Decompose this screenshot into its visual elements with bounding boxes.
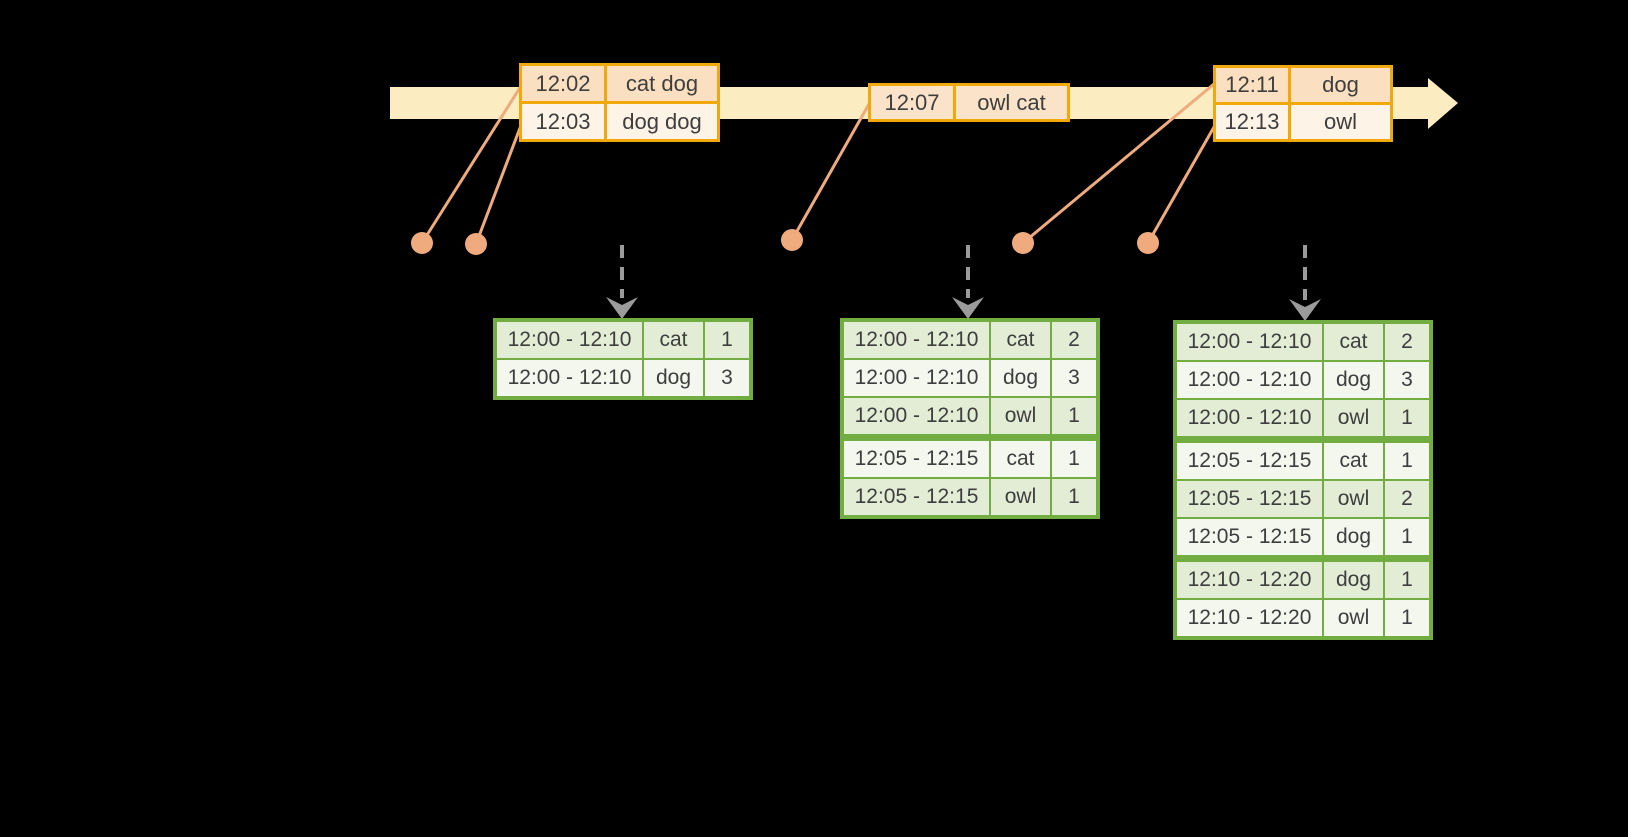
result-table-1: 12:00 - 12:10 cat 1 12:00 - 12:10 dog 3 bbox=[493, 318, 753, 400]
trigger-down-arrow bbox=[606, 245, 638, 319]
count-cell: 3 bbox=[705, 360, 749, 396]
connector-line bbox=[1146, 125, 1216, 245]
event-words-cell: cat dog bbox=[607, 66, 717, 101]
count-cell: 1 bbox=[1385, 400, 1429, 436]
connector-line bbox=[1021, 82, 1216, 245]
window-cell: 12:00 - 12:10 bbox=[1177, 362, 1322, 398]
word-cell: cat bbox=[991, 322, 1050, 358]
event-time-axis-arrowhead-icon bbox=[1428, 78, 1458, 129]
window-cell: 12:00 - 12:10 bbox=[497, 360, 642, 396]
window-group-separator bbox=[1177, 557, 1429, 560]
word-cell: dog bbox=[991, 360, 1050, 396]
window-cell: 12:05 - 12:15 bbox=[844, 441, 989, 477]
window-cell: 12:00 - 12:10 bbox=[844, 398, 989, 434]
word-cell: cat bbox=[991, 441, 1050, 477]
word-cell: dog bbox=[1324, 519, 1383, 555]
window-cell: 12:05 - 12:15 bbox=[1177, 519, 1322, 555]
word-cell: cat bbox=[1324, 324, 1383, 360]
count-cell: 3 bbox=[1052, 360, 1096, 396]
count-cell: 2 bbox=[1052, 322, 1096, 358]
window-cell: 12:00 - 12:10 bbox=[844, 360, 989, 396]
word-cell: cat bbox=[644, 322, 703, 358]
input-batch-table-2: 12:07 owl cat bbox=[868, 83, 1070, 122]
input-batch-table-1: 12:02 cat dog 12:03 dog dog bbox=[519, 63, 720, 142]
count-cell: 1 bbox=[1052, 398, 1096, 434]
word-cell: owl bbox=[991, 398, 1050, 434]
word-cell: cat bbox=[1324, 443, 1383, 479]
window-cell: 12:10 - 12:20 bbox=[1177, 562, 1322, 598]
window-cell: 12:00 - 12:10 bbox=[1177, 324, 1322, 360]
trigger-down-arrow bbox=[1289, 245, 1321, 321]
event-words-cell: dog bbox=[1291, 68, 1390, 102]
count-cell: 1 bbox=[1385, 519, 1429, 555]
word-cell: dog bbox=[1324, 362, 1383, 398]
window-cell: 12:00 - 12:10 bbox=[497, 322, 642, 358]
trigger-arrowhead-icon bbox=[1289, 299, 1321, 321]
event-dot bbox=[411, 232, 433, 254]
result-table-3: 12:00 - 12:10 cat 2 12:00 - 12:10 dog 3 … bbox=[1173, 320, 1433, 640]
count-cell: 1 bbox=[1385, 562, 1429, 598]
event-dot bbox=[1137, 232, 1159, 254]
word-cell: dog bbox=[644, 360, 703, 396]
event-time-cell: 12:13 bbox=[1216, 105, 1288, 139]
event-time-cell: 12:07 bbox=[871, 86, 953, 119]
count-cell: 3 bbox=[1385, 362, 1429, 398]
event-time-cell: 12:02 bbox=[522, 66, 604, 101]
input-batch-table-3: 12:11 dog 12:13 owl bbox=[1213, 65, 1393, 142]
trigger-down-arrow bbox=[952, 245, 984, 319]
event-dot bbox=[1012, 232, 1034, 254]
window-cell: 12:00 - 12:10 bbox=[1177, 400, 1322, 436]
word-cell: owl bbox=[1324, 600, 1383, 636]
count-cell: 1 bbox=[1385, 443, 1429, 479]
event-words-cell: dog dog bbox=[607, 104, 717, 139]
count-cell: 2 bbox=[1385, 481, 1429, 517]
window-cell: 12:00 - 12:10 bbox=[844, 322, 989, 358]
event-dot bbox=[465, 233, 487, 255]
window-cell: 12:05 - 12:15 bbox=[844, 479, 989, 515]
count-cell: 1 bbox=[705, 322, 749, 358]
connector-line bbox=[474, 126, 522, 246]
trigger-arrowhead-icon bbox=[952, 297, 984, 319]
window-cell: 12:05 - 12:15 bbox=[1177, 443, 1322, 479]
result-table-2: 12:00 - 12:10 cat 2 12:00 - 12:10 dog 3 … bbox=[840, 318, 1100, 519]
connector-line bbox=[790, 102, 871, 242]
event-dot bbox=[781, 229, 803, 251]
event-words-cell: owl cat bbox=[956, 86, 1067, 119]
word-cell: owl bbox=[991, 479, 1050, 515]
connector-line bbox=[420, 84, 523, 245]
count-cell: 2 bbox=[1385, 324, 1429, 360]
word-cell: owl bbox=[1324, 481, 1383, 517]
window-group-separator bbox=[1177, 438, 1429, 441]
word-cell: dog bbox=[1324, 562, 1383, 598]
event-time-cell: 12:03 bbox=[522, 104, 604, 139]
word-cell: owl bbox=[1324, 400, 1383, 436]
window-cell: 12:05 - 12:15 bbox=[1177, 481, 1322, 517]
trigger-arrowhead-icon bbox=[606, 297, 638, 319]
count-cell: 1 bbox=[1052, 479, 1096, 515]
event-words-cell: owl bbox=[1291, 105, 1390, 139]
window-group-separator bbox=[844, 436, 1096, 439]
window-cell: 12:10 - 12:20 bbox=[1177, 600, 1322, 636]
event-time-cell: 12:11 bbox=[1216, 68, 1288, 102]
count-cell: 1 bbox=[1385, 600, 1429, 636]
count-cell: 1 bbox=[1052, 441, 1096, 477]
